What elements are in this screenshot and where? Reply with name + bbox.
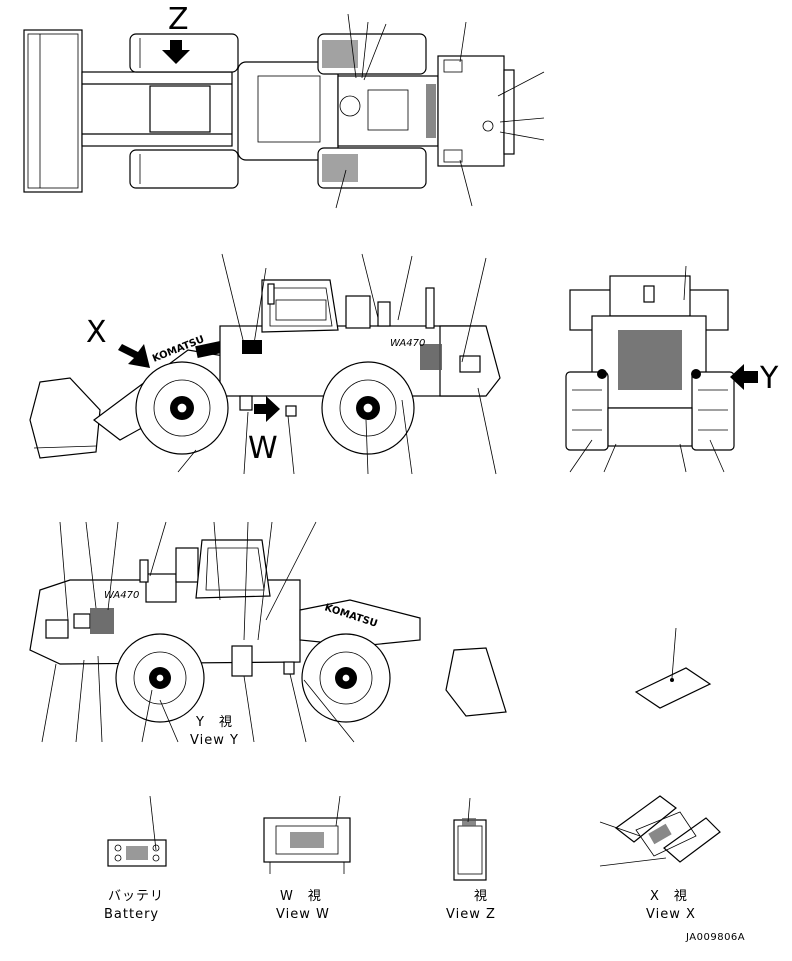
drawing-code: JA009806A [685, 932, 745, 943]
view-y-arrow-icon [730, 364, 744, 390]
view-x-letter: X [86, 315, 107, 350]
rear-right-tire [691, 371, 735, 451]
view-z-detail [453, 797, 487, 881]
battery-caption-jp: バッテリ [108, 889, 164, 904]
view-y-caption-jp: Y 視 [195, 715, 233, 730]
view-w-arrow-shaft [254, 404, 266, 414]
rear-view [565, 265, 758, 473]
top-view-rear-counterweight [437, 55, 505, 167]
view-z-arrow-shaft [170, 40, 182, 50]
right-side-view [29, 521, 507, 743]
side-view-bucket [29, 377, 101, 459]
view-z-caption-en: View Z [446, 907, 496, 922]
view-w-caption-jp: W 視 [280, 889, 322, 904]
view-z-letter: Z [168, 2, 189, 37]
battery-detail [107, 795, 167, 867]
view-w-detail [263, 795, 351, 874]
battery-caption-en: Battery [104, 907, 159, 922]
front-right-tire [129, 149, 239, 189]
view-x-caption-en: View X [646, 907, 696, 922]
top-view-bucket [23, 29, 83, 193]
view-w-arrow-icon [266, 396, 280, 422]
top-view-cab [237, 61, 339, 161]
side-model-decal: WA470 [390, 338, 425, 349]
side-view-cab [261, 279, 339, 333]
view-x-detail [599, 795, 721, 867]
right-side-model-decal: WA470 [104, 590, 139, 601]
view-x-caption-jp: X 視 [650, 889, 688, 904]
view-z-caption-jp: 視 [474, 889, 488, 904]
view-w-caption-en: View W [276, 907, 330, 922]
left-side-view [29, 253, 501, 475]
right-side-bucket [445, 647, 507, 717]
view-z-arrow-icon [162, 50, 190, 64]
view-y-letter: Y [759, 361, 779, 396]
rear-left-tire [565, 371, 609, 451]
view-w-letter: W [248, 431, 278, 466]
right-side-body [29, 579, 301, 665]
top-view [23, 13, 545, 209]
view-z-panel [453, 819, 487, 881]
view-x-arrow-icon [118, 344, 150, 368]
right-side-cab [195, 539, 271, 599]
view-y-caption-en: View Y [190, 733, 239, 748]
decal-plate-detail [634, 627, 712, 709]
view-y-arrow-shaft [744, 371, 758, 383]
